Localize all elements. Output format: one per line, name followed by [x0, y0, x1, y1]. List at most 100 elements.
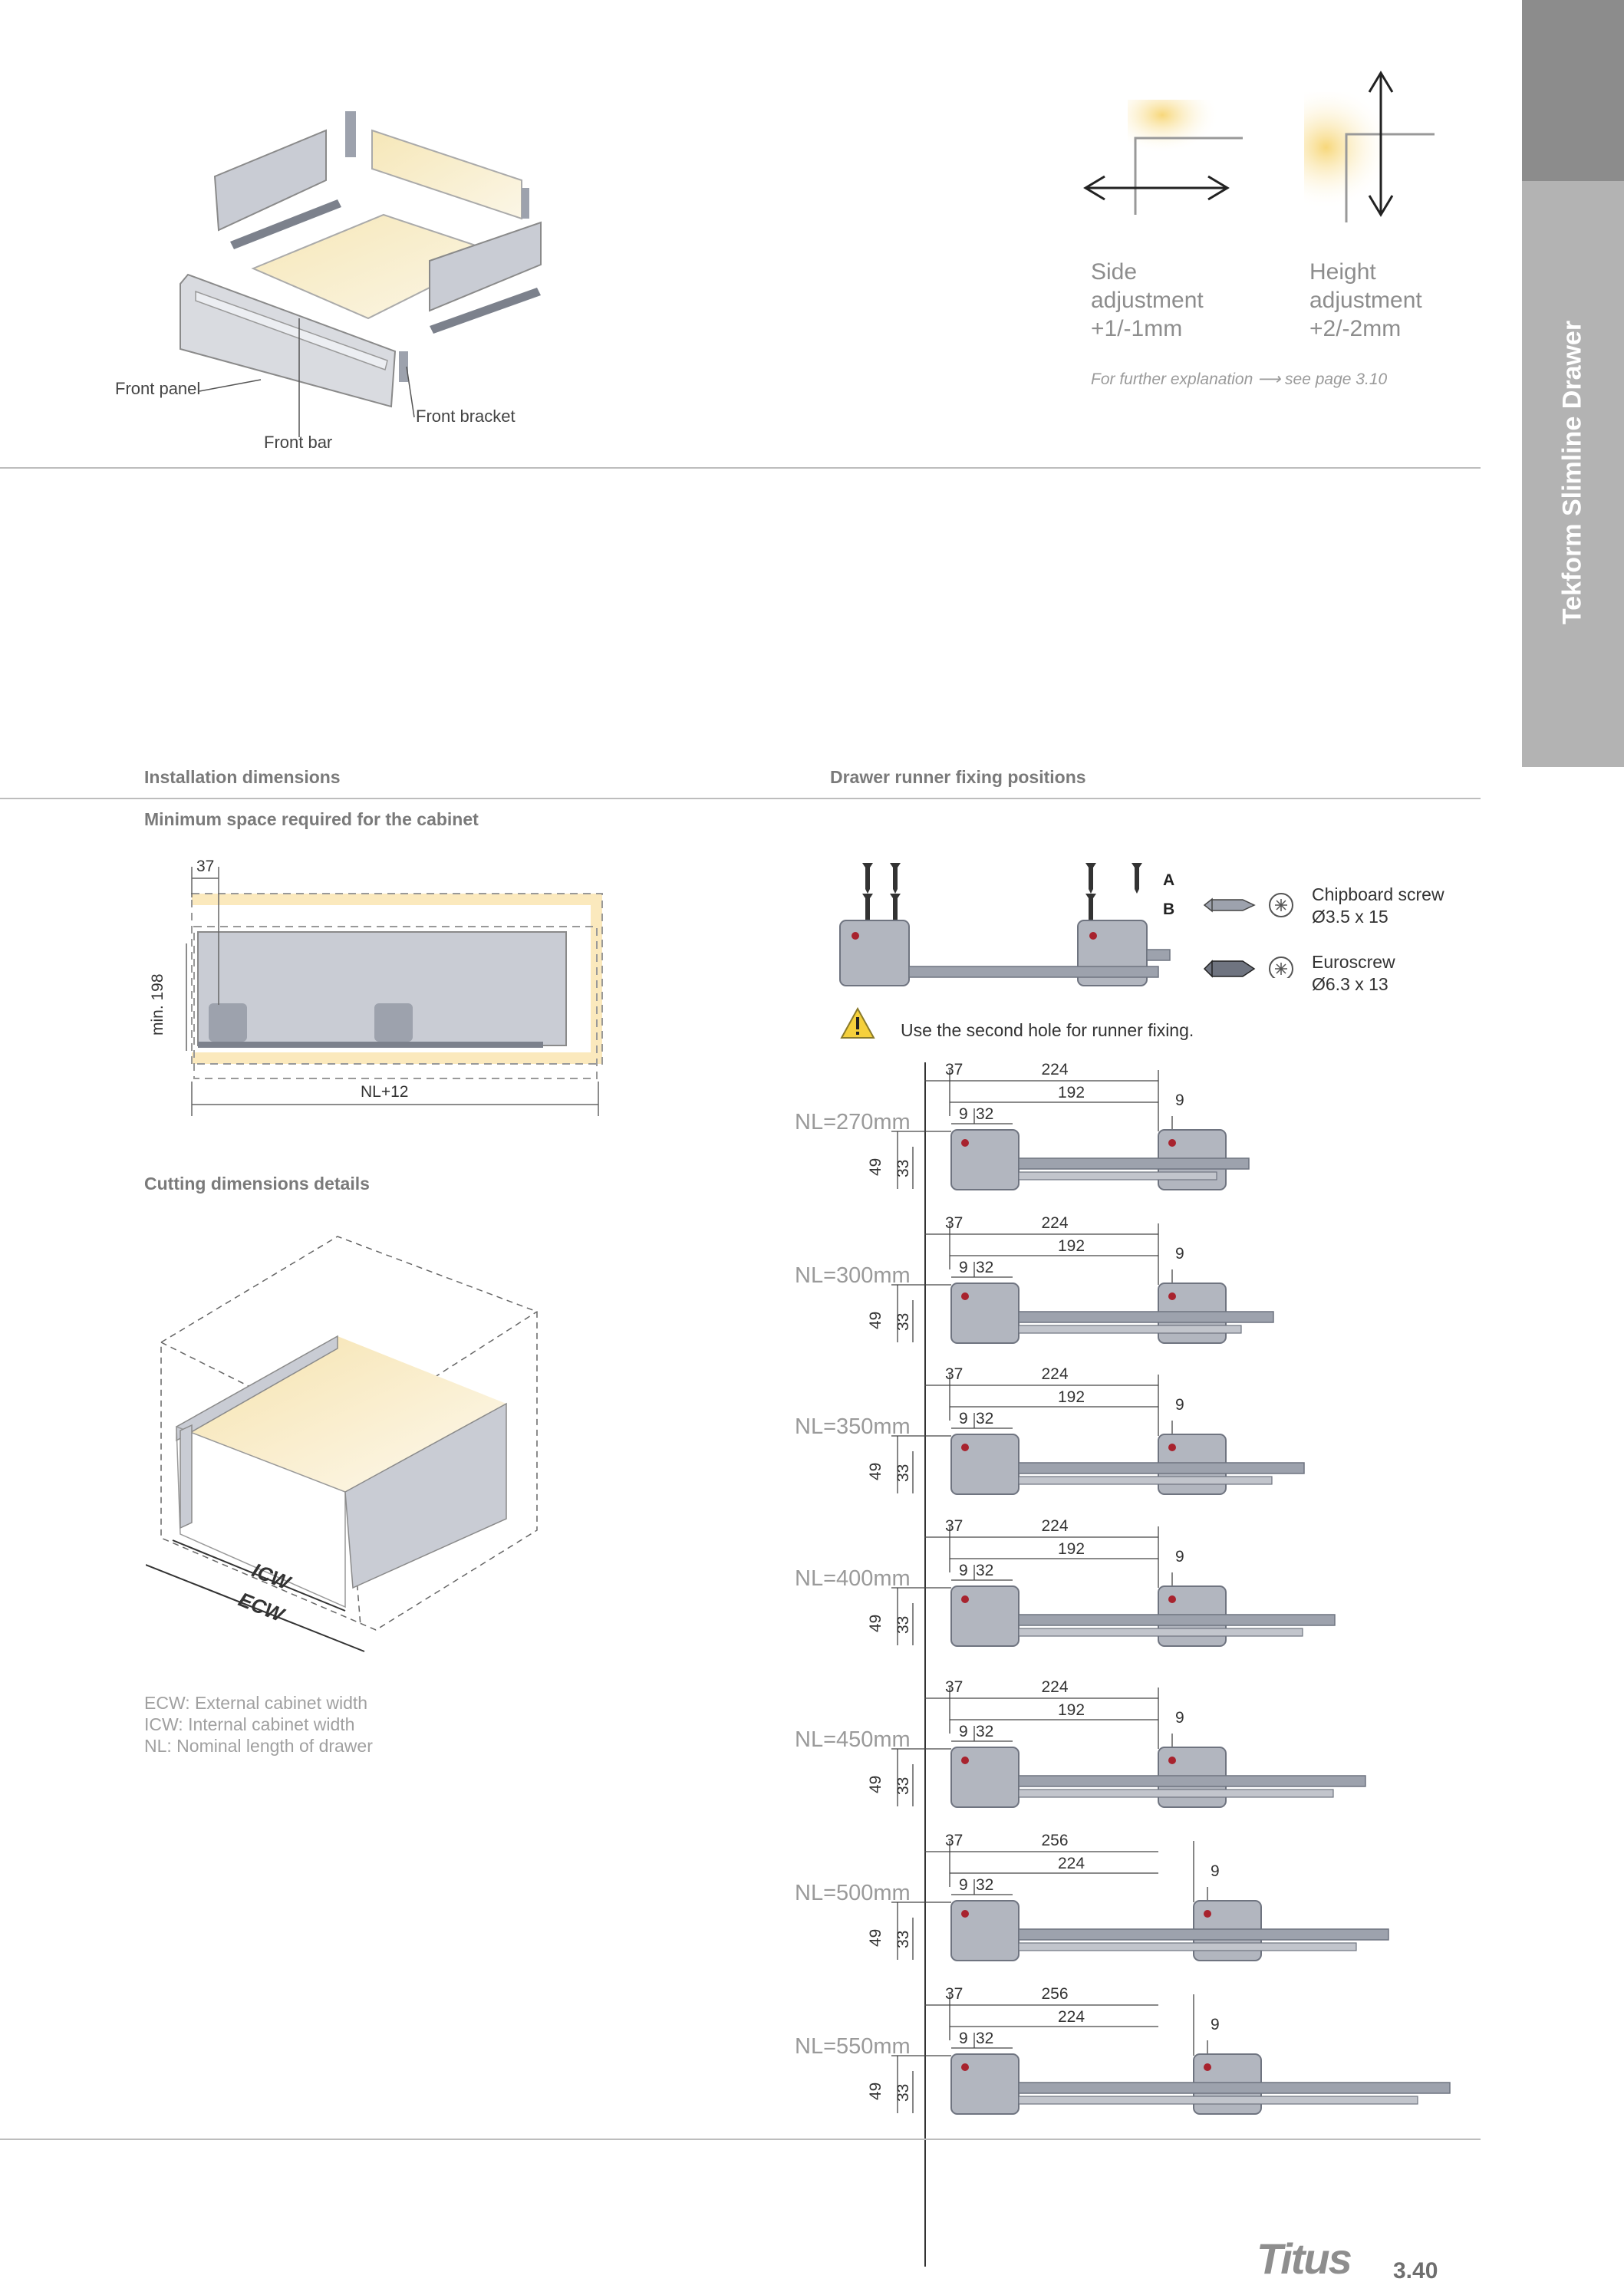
runner-dim-37: 37 — [945, 1365, 964, 1383]
runner-dim-33: 33 — [894, 2083, 912, 2102]
height-adj-line-1: Height — [1309, 259, 1376, 285]
runner-drawing — [891, 1688, 1366, 1808]
runner-dim-9-left: 9 — [959, 1723, 968, 1740]
side-adj-line-1: Side — [1091, 259, 1138, 285]
runner-dim-33: 33 — [894, 1159, 912, 1177]
runner-dim-hole-spacing: 224 — [1058, 1855, 1085, 1872]
runner-dim-overall: 224 — [1041, 1517, 1069, 1535]
runner-nl-label: NL=350mm — [795, 1414, 911, 1439]
glossary: ECW: External cabinet width ICW: Interna… — [144, 1692, 373, 1757]
runner-dim-9-left: 9 — [959, 2030, 968, 2047]
runner-drawing — [891, 1841, 1389, 1961]
sidebar-tab — [1522, 181, 1624, 767]
euroscrew-spec: Euroscrew Ø6.3 x 13 — [1312, 951, 1395, 996]
runner-dim-33: 33 — [894, 1615, 912, 1634]
runner-nl-label: NL=300mm — [795, 1263, 911, 1288]
runner-dim-9-right: 9 — [1175, 1245, 1184, 1263]
runner-dim-hole-spacing: 192 — [1058, 1701, 1085, 1719]
runner-dim-9-right: 9 — [1175, 1548, 1184, 1566]
runner-dim-37: 37 — [945, 1985, 964, 2003]
runner-reference-line — [924, 1062, 926, 2267]
screw-label-b: B — [1163, 901, 1175, 918]
euroscrew-size: Ø6.3 x 13 — [1312, 974, 1388, 994]
side-adjustment-icon — [1083, 100, 1243, 215]
runner-nl-label: NL=270mm — [795, 1110, 911, 1134]
runner-dim-33: 33 — [894, 1776, 912, 1795]
runner-dim-32: 32 — [976, 1259, 994, 1276]
runner-dim-hole-spacing: 192 — [1058, 1237, 1085, 1255]
sidebar-tab-label-wrap: Tekform Slimline Drawer — [1522, 181, 1624, 767]
chipboard-screw-name: Chipboard screw — [1312, 884, 1444, 904]
runner-dim-hole-spacing: 224 — [1058, 2008, 1085, 2026]
runner-dim-32: 32 — [976, 1410, 994, 1427]
front-panel-label: Front panel — [115, 379, 201, 398]
runner-dim-37: 37 — [945, 1214, 964, 1232]
runner-drawing — [891, 1526, 1336, 1647]
front-bar-label: Front bar — [264, 433, 333, 452]
runner-dim-overall: 256 — [1041, 1985, 1069, 2003]
runner-dim-33: 33 — [894, 1464, 912, 1482]
cutting-dimensions-diagram — [146, 1236, 538, 1652]
cutting-dimensions-heading: Cutting dimensions details — [144, 1174, 370, 1194]
runner-dim-49: 49 — [867, 1928, 884, 1947]
glossary-ecw: ECW: External cabinet width — [144, 1693, 368, 1713]
sidebar-title: Tekform Slimline Drawer — [1557, 320, 1587, 625]
runner-dim-9-left: 9 — [959, 1259, 968, 1276]
runner-dim-33: 33 — [894, 1312, 912, 1331]
runner-dim-overall: 224 — [1041, 1678, 1069, 1696]
runner-dim-hole-spacing: 192 — [1058, 1388, 1085, 1406]
side-adjustment-text: Side adjustment +1/-1mm — [1091, 258, 1204, 343]
runner-dim-9-right: 9 — [1175, 1709, 1184, 1727]
runner-fixing-heading: Drawer runner fixing positions — [830, 767, 1086, 787]
runner-dim-9-left: 9 — [959, 1105, 968, 1123]
runner-dim-33: 33 — [894, 1930, 912, 1948]
runner-drawing — [891, 1070, 1250, 1190]
runner-dim-37: 37 — [945, 1061, 964, 1078]
runner-dim-hole-spacing: 192 — [1058, 1084, 1085, 1101]
runner-nl-label: NL=500mm — [795, 1881, 911, 1905]
runner-dim-overall: 224 — [1041, 1365, 1069, 1383]
runner-dim-49: 49 — [867, 1462, 884, 1480]
runner-dim-9-left: 9 — [959, 1562, 968, 1579]
warning-icon — [840, 1007, 875, 1039]
runner-dim-49: 49 — [867, 2082, 884, 2100]
runner-dim-32: 32 — [976, 2030, 994, 2047]
chipboard-screw-spec: Chipboard screw Ø3.5 x 15 — [1312, 884, 1444, 928]
further-explanation-note: For further explanation ⟶ see page 3.10 — [1091, 370, 1388, 388]
height-adj-line-3: +2/-2mm — [1309, 316, 1402, 341]
titus-logo: Titus — [1257, 2234, 1352, 2283]
height-adjustment-text: Height adjustment +2/-2mm — [1309, 258, 1422, 343]
runner-dim-9-right: 9 — [1211, 2016, 1220, 2033]
runner-nl-label: NL=550mm — [795, 2034, 911, 2059]
page-number: 3.40 — [1393, 2258, 1438, 2283]
front-bracket-label: Front bracket — [416, 407, 516, 426]
install-dim-37: 37 — [196, 858, 215, 875]
exploded-drawer-illustration — [180, 111, 542, 437]
runner-dim-9-right: 9 — [1211, 1862, 1220, 1880]
runner-dim-49: 49 — [867, 1775, 884, 1793]
runner-dim-9-right: 9 — [1175, 1396, 1184, 1414]
euroscrew-name: Euroscrew — [1312, 952, 1395, 972]
warning-text: Use the second hole for runner fixing. — [901, 1020, 1194, 1040]
glossary-nl: NL: Nominal length of drawer — [144, 1736, 373, 1756]
side-adj-line-3: +1/-1mm — [1091, 316, 1183, 341]
runner-dim-49: 49 — [867, 1614, 884, 1632]
divider-top — [0, 467, 1481, 469]
installation-dimensions-diagram — [186, 867, 603, 1116]
side-adj-line-2: adjustment — [1091, 288, 1204, 313]
sidebar-tab-top — [1522, 0, 1624, 181]
height-adjustment-icon — [1304, 71, 1450, 230]
runner-dim-9-right: 9 — [1175, 1092, 1184, 1109]
runner-drawing — [891, 1375, 1305, 1495]
runner-dim-overall: 256 — [1041, 1832, 1069, 1849]
runner-dim-9-left: 9 — [959, 1410, 968, 1427]
chipboard-screw-size: Ø3.5 x 15 — [1312, 907, 1388, 927]
runner-screw-diagram — [839, 863, 1171, 986]
runner-dim-32: 32 — [976, 1876, 994, 1894]
runner-drawing — [891, 1994, 1451, 2115]
runner-dim-overall: 224 — [1041, 1061, 1069, 1078]
runner-dim-37: 37 — [945, 1517, 964, 1535]
runner-dim-32: 32 — [976, 1562, 994, 1579]
runner-dim-9-left: 9 — [959, 1876, 968, 1894]
height-adj-line-2: adjustment — [1309, 288, 1422, 313]
